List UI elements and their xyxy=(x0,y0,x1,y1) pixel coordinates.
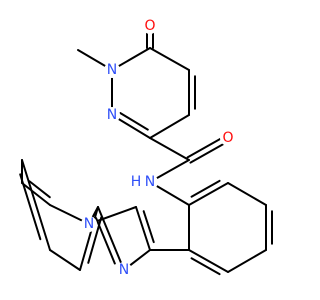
o-ketone-mask xyxy=(142,18,158,34)
bond-c17-c16-a xyxy=(79,206,99,271)
bond-c4-c7 xyxy=(149,137,190,161)
atom-label-n-amide: N xyxy=(145,174,155,190)
bond-c1-c2 xyxy=(149,47,190,71)
atom-label-n-pyridazine: N xyxy=(107,107,117,123)
bond-c4-n2-b xyxy=(119,112,149,131)
atom-label-h-amide: H xyxy=(131,174,142,190)
bond-c19-c20-b xyxy=(28,180,51,199)
bond-c21-c18-a xyxy=(21,159,51,251)
bond-lines xyxy=(19,25,273,276)
bond-c7-o2-b xyxy=(186,134,228,159)
bond-c17-c16-b xyxy=(87,216,103,264)
n-imidazole-mask xyxy=(116,262,132,278)
n-amide-mask xyxy=(142,174,158,190)
h-amide-mask xyxy=(128,174,144,190)
bond-c8-c9-a xyxy=(188,182,229,206)
bond-c21-c18-b xyxy=(19,173,42,241)
bond-c19-c20-a xyxy=(21,182,51,206)
bond-c11-c12 xyxy=(227,249,267,273)
bond-c14-c15-a xyxy=(135,206,151,251)
atom-label-n-methyl: N xyxy=(107,62,117,78)
atom-label-n-bridgehead: N xyxy=(84,216,94,232)
bond-c12-c13-b xyxy=(190,257,221,276)
bond-c8-c9-b xyxy=(190,179,221,198)
n-methyl-mask xyxy=(104,62,120,78)
n-bridgehead-mask xyxy=(81,216,97,232)
bond-c3-c4 xyxy=(149,114,190,139)
bond-c18-c17 xyxy=(49,249,81,271)
bond-c9-c10 xyxy=(227,182,267,206)
atom-label-o-amide: O xyxy=(222,130,233,146)
atom-label-o-ketone: O xyxy=(144,18,155,34)
bond-c14-c15-b xyxy=(142,210,155,244)
n-pyridazine-mask xyxy=(104,107,120,123)
o-amide-mask xyxy=(220,130,236,146)
bond-c7-o2-a xyxy=(189,139,231,164)
atom-label-n-imidazole: N xyxy=(119,262,129,278)
bond-c12-c13-a xyxy=(188,249,229,273)
bond-c16-n5-a xyxy=(97,206,125,271)
